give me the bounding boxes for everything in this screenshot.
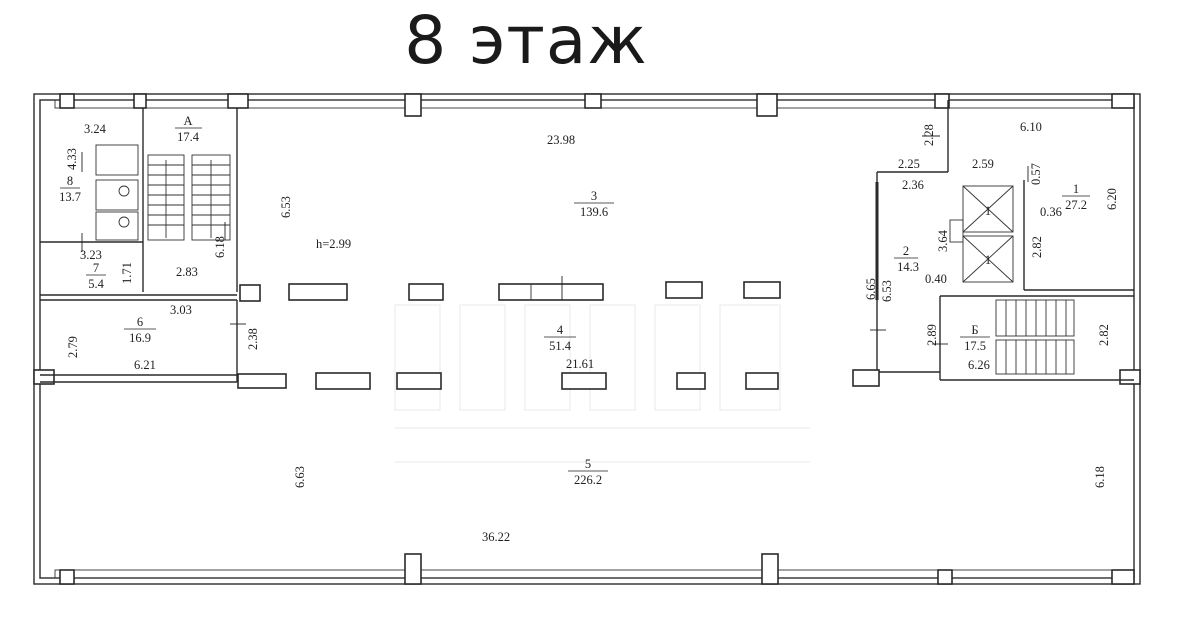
room-number: 3 [591,189,597,203]
dimension-label: 2.79 [66,336,80,358]
room-area: 13.7 [59,190,81,204]
room-label-3: 3 139.6 [574,189,614,219]
dimension-label: 3.03 [170,303,192,317]
room-area: 27.2 [1065,198,1087,212]
dimension-label: 36.22 [482,530,510,544]
dimension-labels: 3.24 4.33 3.23 1.71 2.83 6.18 3.03 2.38 … [65,120,1119,544]
room-label-8: 8 13.7 [59,174,81,204]
dimension-label: 2.82 [1030,236,1044,258]
dimension-label: 6.65 [864,278,878,300]
room-number: 7 [93,261,99,275]
dimension-label: 2.89 [925,324,939,346]
room-area: 14.3 [897,260,919,274]
room-number: Б [971,323,978,337]
dimension-label: 23.98 [547,133,575,147]
room-number: 8 [67,174,73,188]
dimension-label: 6.21 [134,358,156,372]
room-label-1: 1 27.2 [1062,182,1090,212]
dimension-label: 3.64 [936,229,950,252]
dimension-label: 2.28 [922,124,936,146]
room-label-7: 7 5.4 [86,261,106,291]
left-block [40,108,238,383]
room-area: 139.6 [580,205,608,219]
room-label-b: Б 17.5 [960,323,990,353]
dimension-label: 6.10 [1020,120,1042,134]
dimension-label: 3.23 [80,248,102,262]
dimension-ticks [81,108,1029,345]
room-number: 5 [585,457,591,471]
dimension-label: 2.36 [902,178,924,192]
right-block [875,100,1134,381]
watermark [394,304,810,463]
room-label-4: 4 51.4 [544,323,576,353]
dimension-label: 6.53 [880,280,894,302]
dimension-label: 2.59 [972,157,994,171]
room-area: 16.9 [129,331,151,345]
elevator-label: 1 [985,204,991,218]
elevator-label: 1 [985,253,991,267]
window-piers [33,93,1141,585]
dimension-label: 6.63 [293,466,307,488]
room-area: 5.4 [88,277,104,291]
dimension-label: 6.18 [1093,466,1107,488]
room-area: 226.2 [574,473,602,487]
dimension-label: 0.57 [1029,163,1043,185]
dimension-label: 1.71 [120,262,134,284]
dimension-label: 6.20 [1105,188,1119,210]
room-area: 17.4 [177,130,200,144]
room-number: 1 [1073,182,1079,196]
room-number: 2 [903,244,909,258]
room-label-2: 2 14.3 [894,244,919,274]
dimension-label: 0.36 [1040,205,1062,219]
columns [237,281,880,390]
dimension-label: 3.24 [84,122,107,136]
floor-title: 8 этаж [404,2,648,79]
room-number: 6 [137,315,143,329]
dimension-label: 0.40 [925,272,947,286]
dimension-label: 6.18 [213,236,227,258]
room-area: 51.4 [549,339,572,353]
dimension-label: 2.38 [246,328,260,350]
ceiling-height-label: h=2.99 [316,237,351,251]
room-label-6: 6 16.9 [124,315,156,345]
dimension-label: 6.53 [279,196,293,218]
room-number: A [183,114,192,128]
dimension-label: 6.26 [968,358,990,372]
dimension-label: 2.83 [176,265,198,279]
room-label-a: A 17.4 [175,114,202,144]
room-number: 4 [557,323,564,337]
dimension-label: 4.33 [65,148,79,170]
dimension-label: 2.82 [1097,324,1111,346]
room-area: 17.5 [964,339,986,353]
dimension-label: 21.61 [566,357,594,371]
dimension-label: 2.25 [898,157,920,171]
room-label-5: 5 226.2 [568,457,608,487]
